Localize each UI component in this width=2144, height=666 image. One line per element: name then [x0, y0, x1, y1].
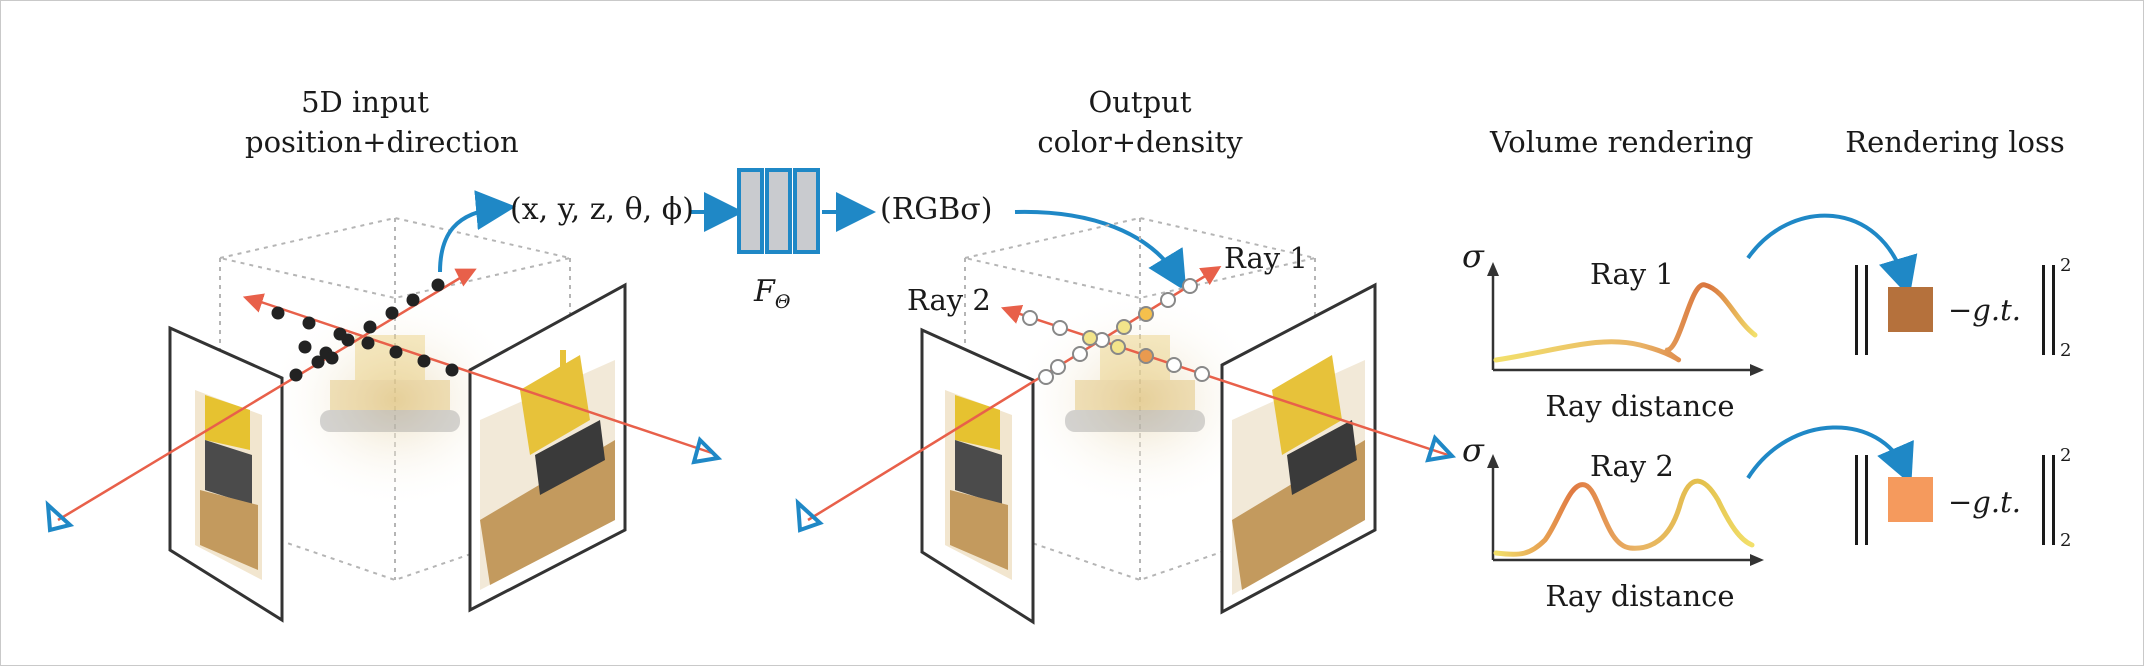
input-tuple: (x, y, z, θ, ϕ)	[510, 192, 694, 227]
network-label-main: F	[754, 274, 775, 309]
density-plot-ray-2	[1487, 454, 1764, 566]
norm-close-bars-1	[2042, 265, 2062, 355]
plot2-ray-label: Ray 2	[1590, 449, 1674, 483]
norm-open-bars-2	[1855, 455, 1875, 545]
scene-object-faded	[265, 290, 525, 510]
ray1-color-swatch	[1888, 287, 1933, 332]
network-label: FΘ	[754, 274, 790, 320]
ray2-label: Ray 2	[907, 283, 991, 317]
image-plane-right	[1220, 282, 1377, 615]
stage2-title-line2: color+density	[1037, 125, 1243, 159]
ray1-label: Ray 1	[1224, 241, 1308, 275]
norm-sup-2: 2	[2060, 445, 2072, 466]
scene-object-faded	[1010, 290, 1270, 510]
ray-b-stage1	[254, 298, 713, 455]
curved-arrow-icon	[1746, 213, 1918, 298]
output-tuple: (RGBσ)	[880, 192, 993, 227]
ray-2-stage2	[1007, 308, 1449, 457]
stage1-title-line1: 5D input	[301, 85, 429, 119]
camera-icon	[795, 498, 824, 533]
stage3-title: Volume rendering	[1490, 125, 1754, 159]
camera-icon	[691, 436, 723, 465]
plot2-xlabel: Ray distance	[1545, 579, 1735, 613]
norm-open-bars-1	[1855, 265, 1875, 355]
stage4-title: Rendering loss	[1845, 125, 2065, 159]
stage1-scene	[45, 190, 723, 623]
norm-sup-1: 2	[2060, 255, 2072, 276]
image-plane-left	[920, 327, 1035, 625]
mlp-network-icon	[737, 168, 820, 254]
plot1-ray-label: Ray 1	[1590, 257, 1674, 291]
ray-a-stage1	[57, 270, 471, 522]
camera-icon	[45, 500, 75, 533]
curved-arrow-icon	[1014, 209, 1187, 292]
ray2-color-swatch	[1888, 477, 1933, 522]
sample-points-ray-2	[1022, 310, 1210, 382]
minus-gt-2: −g.t.	[1948, 485, 2021, 519]
network-label-sub: Θ	[774, 291, 791, 313]
curved-arrow-icon	[1746, 425, 1914, 485]
sample-points-ray-a	[298, 278, 445, 365]
density-curve-ray-2	[1493, 478, 1755, 557]
stage2-title-line1: Output	[1088, 85, 1192, 119]
sample-points-ray-1	[1038, 278, 1198, 385]
bulldozer-faded	[1065, 335, 1205, 432]
camera-icon	[1425, 434, 1457, 463]
density-plot-ray-1	[1487, 262, 1764, 376]
image-plane-right	[468, 282, 627, 613]
image-plane-left	[168, 325, 284, 623]
plot2-ylabel: σ	[1462, 431, 1484, 469]
plot1-xlabel: Ray distance	[1545, 389, 1735, 423]
norm-sub-1: 2	[2060, 340, 2072, 361]
bulldozer-faded	[320, 335, 460, 432]
sample-points-ray-b	[271, 306, 459, 382]
stage1-title-line2: position+direction	[245, 125, 519, 159]
density-curve-ray-1	[1493, 282, 1758, 363]
stage2-scene	[795, 209, 1457, 625]
plot1-ylabel: σ	[1462, 237, 1484, 275]
norm-close-bars-2	[2042, 455, 2062, 545]
curved-arrow-icon	[438, 190, 516, 273]
norm-sub-2: 2	[2060, 530, 2072, 551]
minus-gt-1: −g.t.	[1948, 293, 2021, 327]
